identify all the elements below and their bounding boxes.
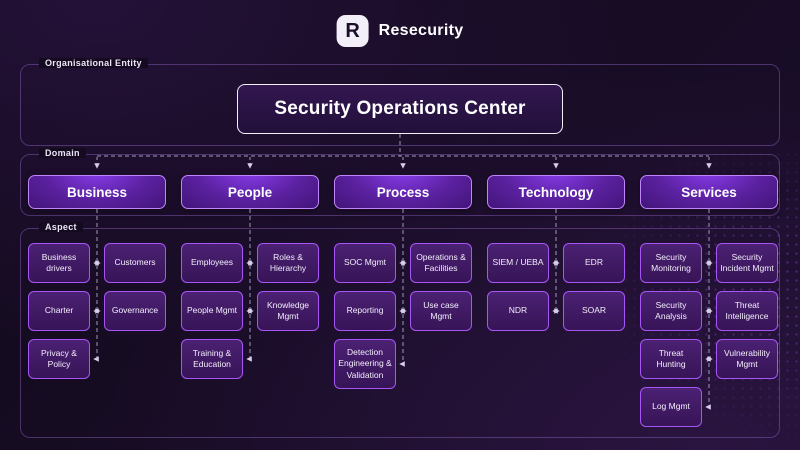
domain-services: Services — [640, 175, 778, 209]
aspect-operations-facilities: Operations & Facilities — [410, 243, 472, 283]
aspect-security-incident-mgmt: Security Incident Mgmt — [716, 243, 778, 283]
domain-label: Domain — [39, 148, 86, 158]
domain-business: Business — [28, 175, 166, 209]
aspect-soc-mgmt: SOC Mgmt — [334, 243, 396, 283]
aspect-log-mgmt: Log Mgmt — [640, 387, 702, 427]
aspect-governance: Governance — [104, 291, 166, 331]
aspect-soar: SOAR — [563, 291, 625, 331]
aspect-people-mgmt: People Mgmt — [181, 291, 243, 331]
aspect-training-education: Training & Education — [181, 339, 243, 379]
domain-people: People — [181, 175, 319, 209]
logo-letter: R — [345, 19, 360, 42]
resecurity-logo-icon: R — [336, 15, 369, 47]
aspect-ndr: NDR — [487, 291, 549, 331]
aspect-threat-intelligence: Threat Intelligence — [716, 291, 778, 331]
aspect-customers: Customers — [104, 243, 166, 283]
aspect-vulnerability-mgmt: Vulnerability Mgmt — [716, 339, 778, 379]
aspect-threat-hunting: Threat Hunting — [640, 339, 702, 379]
aspect-business-drivers: Business drivers — [28, 243, 90, 283]
soc-box: Security Operations Center — [237, 84, 563, 134]
brand-header: R Resecurity — [336, 15, 464, 47]
aspect-security-analysis: Security Analysis — [640, 291, 702, 331]
aspect-siem-ueba: SIEM / UEBA — [487, 243, 549, 283]
aspect-security-monitoring: Security Monitoring — [640, 243, 702, 283]
aspect-charter: Charter — [28, 291, 90, 331]
aspect-knowledge-mgmt: Knowledge Mgmt — [257, 291, 319, 331]
aspect-roles-hierarchy: Roles & Hierarchy — [257, 243, 319, 283]
aspect-detection-engineering: Detection Engineering & Validation — [334, 339, 396, 389]
aspect-reporting: Reporting — [334, 291, 396, 331]
aspect-privacy-policy: Privacy & Policy — [28, 339, 90, 379]
aspect-use-case-mgmt: Use case Mgmt — [410, 291, 472, 331]
aspect-employees: Employees — [181, 243, 243, 283]
aspect-edr: EDR — [563, 243, 625, 283]
org-entity-label: Organisational Entity — [39, 58, 148, 68]
aspect-label: Aspect — [39, 222, 83, 232]
aspect-region: Aspect — [20, 222, 780, 438]
brand-name: Resecurity — [378, 22, 464, 39]
domain-process: Process — [334, 175, 472, 209]
domain-technology: Technology — [487, 175, 625, 209]
